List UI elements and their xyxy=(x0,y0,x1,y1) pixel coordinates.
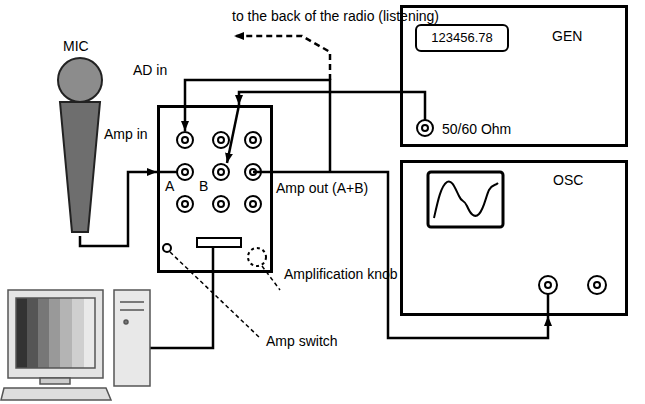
panel-jacks xyxy=(213,132,229,148)
wire xyxy=(400,92,425,120)
microphone xyxy=(58,58,102,232)
panel-jacks xyxy=(218,137,224,143)
panel-jacks xyxy=(177,132,193,148)
computer xyxy=(120,309,144,311)
panel-jacks xyxy=(250,201,256,207)
jack-label: A xyxy=(165,178,174,194)
jack-label: B xyxy=(199,178,208,194)
leader-line xyxy=(170,252,280,338)
radio-wire xyxy=(234,36,330,80)
panel-jacks xyxy=(182,137,188,143)
panel-controls xyxy=(163,238,266,266)
gen-jack xyxy=(417,120,433,136)
computer xyxy=(124,320,128,324)
computer xyxy=(27,298,38,368)
osc-jacks xyxy=(545,282,551,288)
generator-box: GEN 50/60 Ohm 123456.78 xyxy=(400,5,628,147)
computer xyxy=(1,388,111,400)
computer xyxy=(84,298,95,368)
callout-text: Amplification knob xyxy=(284,266,384,282)
gen-jack xyxy=(422,125,428,131)
computer xyxy=(49,298,60,368)
computer xyxy=(1,290,150,400)
gen-jack xyxy=(417,120,433,136)
leader-line xyxy=(170,252,260,338)
panel-jacks xyxy=(218,201,224,207)
panel-jacks xyxy=(213,164,229,180)
computer xyxy=(40,378,70,384)
microphone xyxy=(58,58,102,102)
computer xyxy=(16,298,27,368)
computer xyxy=(16,298,95,368)
computer xyxy=(72,298,84,368)
wire xyxy=(253,171,273,174)
signal-wire xyxy=(239,92,400,105)
osc-screen xyxy=(428,172,503,227)
jack-label: Amp out (A+B) xyxy=(276,180,368,196)
osc-screen xyxy=(434,181,498,218)
port-label: 50/60 Ohm xyxy=(442,121,511,137)
panel-controls xyxy=(163,244,171,252)
oscilloscope-box: OSC xyxy=(400,160,628,316)
panel-jacks xyxy=(182,201,188,207)
port-label: Amp in xyxy=(104,126,140,142)
wire xyxy=(547,294,550,316)
device-label: MIC xyxy=(63,38,89,54)
computer xyxy=(38,298,49,368)
microphone-node: MIC xyxy=(55,36,107,236)
panel-jacks xyxy=(213,196,229,212)
signal-wire xyxy=(80,172,157,246)
computer xyxy=(8,290,103,378)
osc-jacks xyxy=(594,282,600,288)
osc-jacks xyxy=(539,276,606,294)
panel-jacks xyxy=(245,196,261,212)
panel-jacks xyxy=(250,137,256,143)
panel-controls xyxy=(248,248,266,266)
panel-jacks xyxy=(218,169,224,175)
microphone xyxy=(60,102,100,232)
wire xyxy=(157,171,177,174)
panel-jacks xyxy=(177,196,193,212)
osc-jacks xyxy=(588,276,606,294)
computer xyxy=(114,290,150,386)
note-text: to the back of the radio (listening) xyxy=(232,8,439,24)
device-label: GEN xyxy=(552,28,582,44)
wire xyxy=(185,80,330,172)
radio-wire xyxy=(234,36,330,80)
computer xyxy=(60,298,72,368)
panel-jacks xyxy=(182,169,188,175)
connector-panel: ABAmp out (A+B) xyxy=(157,105,273,273)
osc-jacks xyxy=(539,276,557,294)
osc-screen xyxy=(428,172,503,227)
frequency-display: 123456.78 xyxy=(415,24,509,52)
panel-jacks xyxy=(177,132,261,212)
callout-text: Amp switch xyxy=(266,333,338,349)
port-label: AD in xyxy=(133,62,167,78)
panel-controls xyxy=(197,238,241,247)
device-label: OSC xyxy=(553,172,583,188)
computer xyxy=(120,301,144,303)
panel-jacks xyxy=(177,164,193,180)
wire xyxy=(150,80,548,348)
display-value: 123456.78 xyxy=(431,30,492,46)
panel-jacks xyxy=(245,132,261,148)
wire xyxy=(227,105,239,163)
